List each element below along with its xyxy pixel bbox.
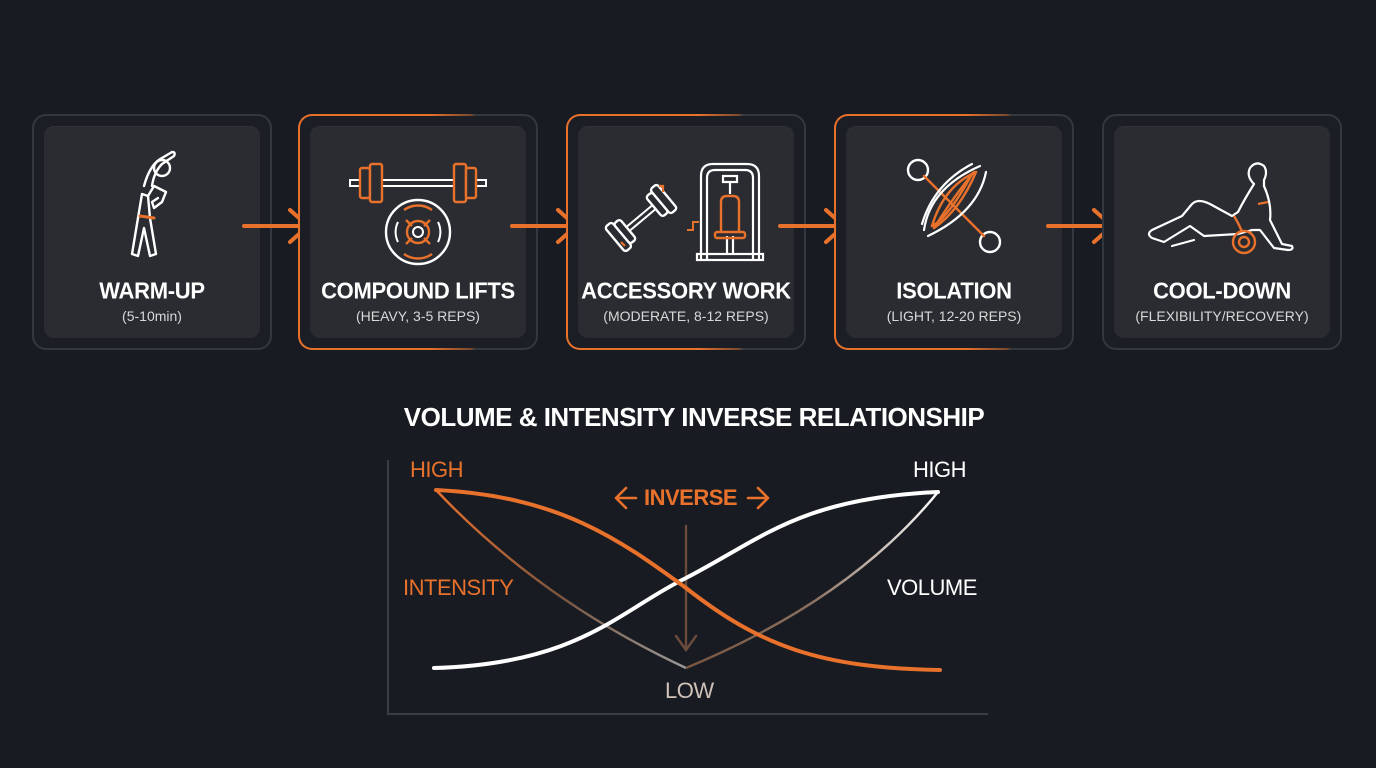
foam-roller-person-icon — [1114, 146, 1330, 266]
step-card-cool-down: COOL-DOWN (FLEXIBILITY/RECOVERY) — [1102, 114, 1342, 350]
step-card-panel: COOL-DOWN (FLEXIBILITY/RECOVERY) — [1114, 126, 1330, 338]
volume-intensity-chart — [387, 460, 988, 715]
intensity-series-label: INTENSITY — [403, 575, 514, 600]
step-title: COOL-DOWN — [1153, 277, 1291, 304]
step-title: WARM-UP — [99, 277, 205, 304]
step-subtitle: (LIGHT, 12-20 REPS) — [886, 308, 1022, 324]
step-subtitle: (HEAVY, 3-5 REPS) — [356, 308, 480, 324]
dumbbell-cable-machine-icon — [578, 146, 794, 266]
intensity-high-label: HIGH — [410, 457, 464, 482]
right-arrow-icon — [746, 486, 770, 510]
low-label: LOW — [665, 678, 714, 703]
inverse-label: INVERSE — [644, 485, 738, 510]
step-title: ISOLATION — [896, 277, 1012, 304]
step-subtitle: (MODERATE, 8-12 REPS) — [603, 308, 769, 324]
step-card-panel: WARM-UP (5-10min) — [44, 126, 260, 338]
step-card-panel: COMPOUND LIFTS (HEAVY, 3-5 REPS) — [310, 126, 526, 338]
volume-series-label: VOLUME — [887, 575, 977, 600]
step-card-isolation: ISOLATION (LIGHT, 12-20 REPS) — [834, 114, 1074, 350]
stretching-person-icon — [44, 146, 260, 266]
step-card-compound-lifts: COMPOUND LIFTS (HEAVY, 3-5 REPS) — [298, 114, 538, 350]
volume-high-label: HIGH — [913, 457, 967, 482]
volume-line — [432, 490, 940, 670]
chart-title: VOLUME & INTENSITY INVERSE RELATIONSHIP — [403, 402, 985, 432]
muscle-fiber-icon — [846, 146, 1062, 266]
step-subtitle: (5-10min) — [122, 308, 182, 324]
step-card-panel: ISOLATION (LIGHT, 12-20 REPS) — [846, 126, 1062, 338]
step-subtitle: (FLEXIBILITY/RECOVERY) — [1135, 308, 1309, 324]
step-title: ACCESSORY WORK — [581, 277, 791, 304]
step-title: COMPOUND LIFTS — [321, 277, 515, 304]
step-card-warm-up: WARM-UP (5-10min) — [32, 114, 272, 350]
left-arrow-icon — [614, 486, 638, 510]
intensity-line — [434, 488, 942, 672]
step-card-panel: ACCESSORY WORK (MODERATE, 8-12 REPS) — [578, 126, 794, 338]
step-card-accessory-work: ACCESSORY WORK (MODERATE, 8-12 REPS) — [566, 114, 806, 350]
barbell-plate-icon — [310, 146, 526, 266]
chart-axes — [387, 460, 988, 715]
